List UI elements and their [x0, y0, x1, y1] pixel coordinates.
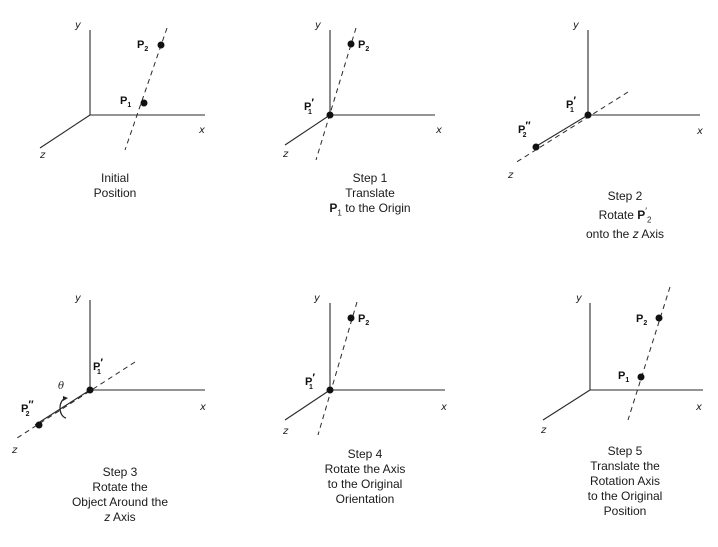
caption-line: Translate	[345, 186, 395, 200]
caption-step2: Step 2 Rotate P′2 onto the z Axis	[560, 189, 690, 242]
label-p2: P2	[636, 313, 647, 327]
point-p2-double-prime	[532, 143, 540, 151]
caption-line: P1 to the Origin	[329, 201, 411, 218]
y-axis-label: y	[572, 20, 580, 31]
z-axis	[39, 114, 91, 149]
label-p1-prime: P′1	[93, 357, 103, 376]
caption-line: to the Original	[327, 477, 403, 491]
y-axis-label: y	[74, 293, 82, 304]
point-p2	[347, 40, 355, 48]
point-p1-prime	[86, 386, 94, 394]
label-p2-double-prime: P″2	[21, 399, 34, 418]
caption-title: Step 2	[607, 189, 643, 203]
rotation-axis	[13, 361, 136, 441]
caption-title: Step 4	[347, 447, 383, 461]
caption-line: onto the z Axis	[585, 227, 665, 242]
caption-title: Step 3	[102, 465, 138, 479]
point-p2	[157, 41, 165, 49]
label-p1: P1	[120, 95, 131, 109]
caption-line: Orientation	[335, 492, 395, 506]
point-p1	[637, 373, 645, 381]
caption-line: Rotate the	[92, 480, 148, 494]
caption-line: z Axis	[104, 510, 136, 524]
caption-line: Object Around the	[71, 495, 169, 509]
label-p2: P2	[358, 313, 369, 327]
point-p1-prime	[326, 111, 334, 119]
rotation-axis	[317, 301, 358, 436]
z-axis-label: z	[507, 170, 514, 181]
point-p2	[347, 314, 355, 322]
rotation-axis	[627, 286, 671, 421]
point-p2-double-prime	[35, 421, 43, 429]
caption-line: Initial	[100, 171, 129, 185]
z-axis	[284, 114, 331, 146]
caption-line: Rotation Axis	[589, 474, 661, 488]
panel-step5: y x z P2 P1	[540, 286, 703, 436]
x-axis-label: x	[435, 125, 442, 136]
caption-line: to the Original	[587, 489, 663, 503]
label-p2-double-prime: P″2	[518, 120, 531, 139]
z-axis-label: z	[282, 426, 289, 437]
panel-step4: y x z P2 P′1	[282, 293, 447, 437]
label-p2: P2	[137, 39, 148, 53]
y-axis-label: y	[575, 293, 583, 304]
caption-initial: Initial Position	[60, 171, 170, 201]
z-axis-label: z	[39, 150, 46, 161]
rotation-axis	[315, 27, 357, 161]
panel-step3: y x z θ P′1 P″2	[11, 293, 206, 456]
caption-line: Translate the	[590, 459, 660, 473]
caption-line: Position	[603, 504, 647, 518]
label-p1-prime: P′1	[305, 372, 315, 391]
caption-step4: Step 4 Rotate the Axis to the Original O…	[290, 447, 440, 507]
caption-title: Step 5	[607, 444, 643, 458]
point-p1-prime	[584, 111, 592, 119]
z-axis	[542, 389, 591, 421]
z-axis-label: z	[282, 149, 289, 160]
x-axis-label: x	[198, 125, 205, 136]
caption-title: Step 1	[352, 171, 388, 185]
label-p1-prime: P′1	[566, 95, 576, 114]
caption-step1: Step 1 Translate P1 to the Origin	[305, 171, 435, 220]
caption-line: Rotate P′2	[598, 206, 652, 225]
theta-label: θ	[58, 381, 64, 392]
caption-step5: Step 5 Translate the Rotation Axis to th…	[550, 444, 700, 519]
z-axis	[34, 389, 91, 426]
caption-line: Rotate the Axis	[324, 462, 406, 476]
panel-initial: y x z P2 P1	[39, 20, 205, 161]
z-axis-label: z	[11, 445, 18, 456]
y-axis-label: y	[313, 293, 321, 304]
caption-step3: Step 3 Rotate the Object Around the z Ax…	[40, 465, 200, 525]
label-p2: P2	[358, 39, 369, 53]
label-p1: P1	[618, 370, 629, 384]
label-p1-prime: P′1	[304, 97, 314, 116]
z-axis	[284, 389, 331, 421]
panel-step1: y x z P2 P′1	[282, 20, 442, 161]
x-axis-label: x	[440, 402, 447, 413]
rotation-arrowhead-icon	[63, 396, 68, 401]
point-p2	[655, 314, 663, 322]
x-axis-label: x	[199, 402, 206, 413]
caption-line: Position	[93, 186, 137, 200]
point-p1	[140, 99, 148, 107]
y-axis-label: y	[314, 20, 322, 31]
point-p1-prime	[326, 386, 334, 394]
rotation-axis	[514, 91, 629, 164]
x-axis-label: x	[696, 126, 703, 137]
panel-step2: y x z P′1 P″2	[507, 20, 703, 181]
y-axis-label: y	[74, 20, 82, 31]
z-axis	[534, 114, 589, 148]
x-axis-label: x	[695, 402, 702, 413]
z-axis-label: z	[540, 425, 547, 436]
